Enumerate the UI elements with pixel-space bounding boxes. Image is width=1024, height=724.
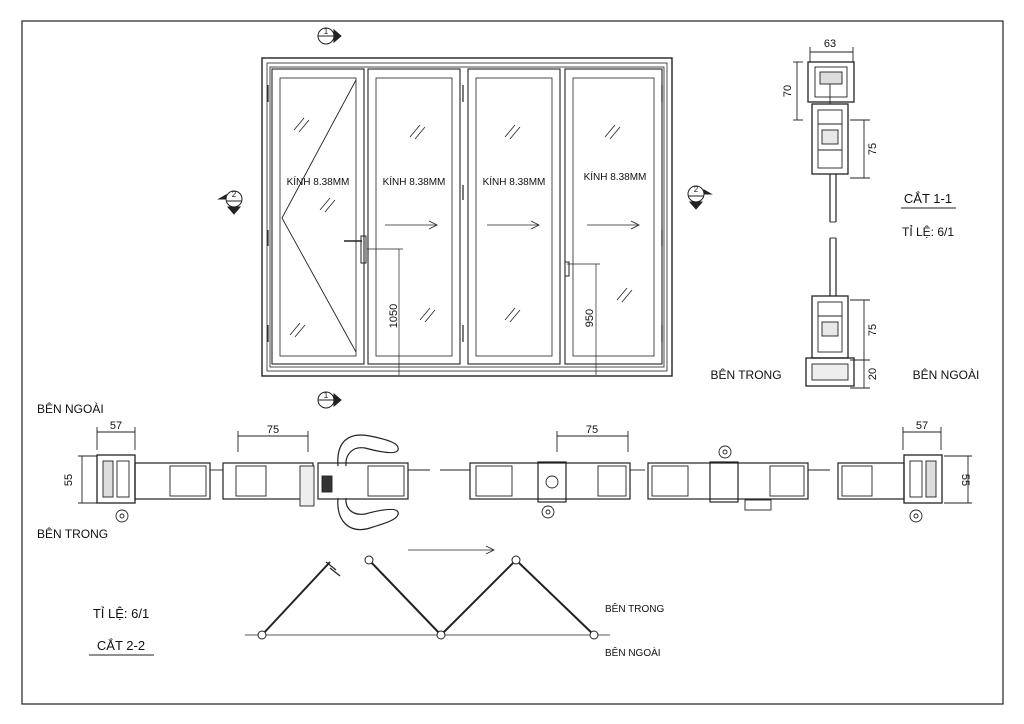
- section-1-1-top-dim: 70: [782, 85, 794, 97]
- panel-1: [271, 68, 365, 365]
- section-marker-top: [317, 27, 342, 45]
- fold-inside-label: BÊN TRONG: [605, 602, 664, 615]
- section-2-2-left-height: 55: [63, 474, 75, 486]
- section-2-2-left-width: 57: [110, 420, 122, 432]
- section-1-1-bottom-dim: 20: [867, 368, 879, 380]
- section-1-1-profile: [793, 47, 870, 389]
- section-2-2-scale: TỈ LỆ: 6/1: [93, 606, 149, 621]
- section-marker-right: [687, 185, 713, 210]
- section-1-1-inside-label: BÊN TRONG: [710, 367, 781, 382]
- folding-sequence-diagram: [245, 545, 610, 640]
- panel-2: [367, 68, 461, 365]
- marker-top-label: 1: [324, 27, 329, 36]
- section-1-1-width-dim: 63: [824, 38, 836, 50]
- glass-label-4: KÍNH 8.38MM: [584, 170, 647, 183]
- marker-right-label: 2: [694, 185, 699, 194]
- door-handle-right: [564, 261, 570, 277]
- handle-height-right: 950: [584, 309, 596, 327]
- opening-swing-lines: [281, 79, 357, 353]
- section-2-2-right-height: 55: [959, 474, 971, 486]
- marker-left-label: 2: [232, 190, 237, 199]
- section-1-1-sill-dim: 75: [867, 324, 879, 336]
- handle-height-left: 1050: [388, 304, 400, 328]
- section-2-2-sash-dim-a: 75: [267, 424, 279, 436]
- door-handle-left: [360, 235, 367, 264]
- outer-frame: [261, 57, 673, 377]
- section-marker-bottom: [317, 391, 342, 409]
- section-2-2-title: CẮT 2-2: [97, 638, 145, 653]
- section-2-2-right-width: 57: [916, 420, 928, 432]
- section-1-1-outside-label: BÊN NGOÀI: [913, 367, 980, 382]
- panel-3: [467, 68, 561, 365]
- glass-label-1: KÍNH 8.38MM: [287, 175, 350, 188]
- marker-bottom-label: 1: [324, 391, 329, 400]
- section-marker-left: [217, 190, 243, 215]
- section-1-1-title: CẮT 1-1: [904, 191, 952, 206]
- fold-outside-label: BÊN NGOÀI: [605, 646, 661, 659]
- section-2-2-inside-label: BÊN TRONG: [37, 526, 108, 541]
- glass-label-3: KÍNH 8.38MM: [483, 175, 546, 188]
- section-2-2-sash-dim-b: 75: [586, 424, 598, 436]
- glass-label-2: KÍNH 8.38MM: [383, 175, 446, 188]
- panel-4: [564, 68, 663, 365]
- section-2-2-profile: [78, 427, 972, 531]
- sheet-border: [21, 20, 1004, 705]
- section-2-2-outside-label: BÊN NGOÀI: [37, 401, 104, 416]
- door-elevation: [261, 57, 673, 377]
- section-1-1-scale: TỈ LỆ: 6/1: [902, 224, 954, 239]
- glass-labels: KÍNH 8.38MM KÍNH 8.38MM KÍNH 8.38MM KÍNH…: [287, 170, 647, 188]
- section-1-1-head-dim: 75: [867, 143, 879, 155]
